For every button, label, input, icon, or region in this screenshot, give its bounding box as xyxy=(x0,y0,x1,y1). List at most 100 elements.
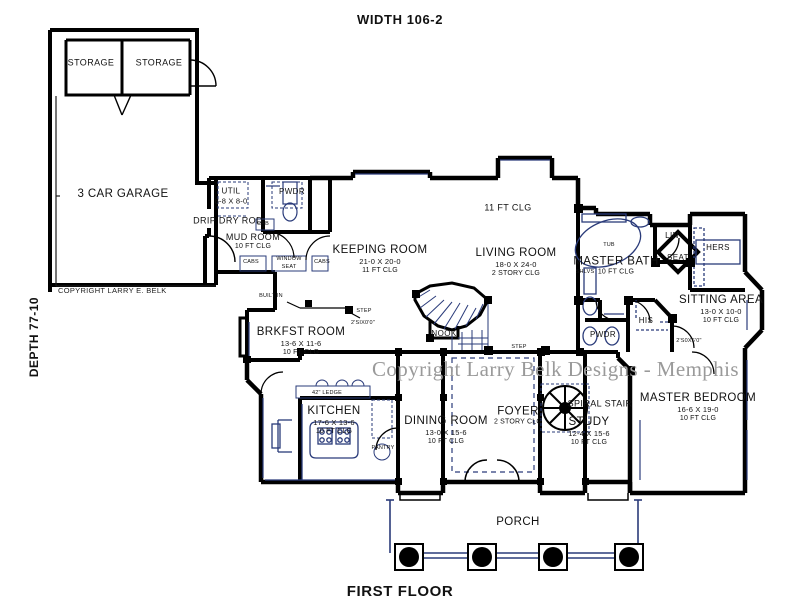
annotation-shelves: SHLVS xyxy=(575,269,595,275)
annotation-step-2: STEP xyxy=(511,344,527,350)
wall-endcap xyxy=(243,204,695,485)
annotation-window-seat: WINDOW xyxy=(276,256,302,262)
lower-exterior-walls xyxy=(244,360,633,496)
room-name: MASTER BEDROOM xyxy=(639,391,757,404)
room-ceiling-note: 10 FT CLG xyxy=(282,348,320,356)
floor-label: FIRST FLOOR xyxy=(346,583,454,600)
annotation-cab-utility: CAB xyxy=(257,221,269,227)
room-dimensions: 13-6 X 11-6 xyxy=(280,339,322,349)
spiral-stair-icon xyxy=(542,385,588,431)
annotation-built-in: BUILT IN xyxy=(259,293,283,299)
room-name: 11 FT CLG xyxy=(484,202,532,213)
breakfast-ledge xyxy=(295,379,393,461)
depth-label: DEPTH 77-10 xyxy=(27,296,41,378)
room-name: LIVING ROOM xyxy=(475,246,557,259)
room-name: BRKFST ROOM xyxy=(256,325,346,338)
leader-line xyxy=(286,301,361,319)
annotation-window-seat-2: SEAT xyxy=(281,264,297,270)
room-label-seat: SEAT xyxy=(667,253,689,263)
room-ceiling-note: 10 FT CLG xyxy=(679,414,717,422)
powder-fixture xyxy=(266,181,298,222)
porch-step xyxy=(399,493,629,501)
room-ceiling-note: 10 FT CLG xyxy=(427,437,465,445)
annotation-tub: TUB xyxy=(603,242,615,248)
annotation-step-1: STEP xyxy=(356,308,372,314)
bath-fixture xyxy=(574,213,741,346)
annotation-pantry: PANTRY xyxy=(371,445,395,451)
room-label-his: HIS xyxy=(639,316,654,326)
room-ceiling-note: 11 FT CLG xyxy=(362,266,398,274)
room-name: UTIL xyxy=(221,186,241,196)
room-name: KEEPING ROOM xyxy=(332,243,428,256)
window-glazing xyxy=(248,322,396,481)
room-label-drip-dry: DRIP DRY ROD xyxy=(193,215,263,226)
room-name: FOYER xyxy=(497,405,539,418)
kitchen-island xyxy=(271,404,359,480)
door-swing-icon xyxy=(208,231,331,263)
annotation-ledge: 42" LEDGE xyxy=(311,390,343,396)
room-name: MUD ROOM xyxy=(225,232,281,242)
room-label-hers: HERS xyxy=(706,243,730,253)
room-dimensions: 8-8 X 8-0 xyxy=(214,196,248,206)
watermark: Copyright Larry Belk Designs - Memphis xyxy=(372,357,739,381)
room-label-living-bay: 11 FT CLG xyxy=(484,202,531,213)
room-name: PORCH xyxy=(496,515,540,528)
room-label-linen: LIN xyxy=(665,231,679,241)
interior-walls xyxy=(245,208,745,482)
room-ceiling-note: 10 FT CLG xyxy=(234,243,272,251)
copyright-note: COPYRIGHT LARRY E. BELK xyxy=(58,286,167,295)
room-dimensions: 21-0 X 20-0 xyxy=(359,257,401,267)
room-dimensions: 13-0 X 10-0 xyxy=(700,307,742,317)
room-name: STORAGE xyxy=(67,57,115,68)
room-dimensions: 18-0 X 24-0 xyxy=(495,260,537,270)
room-name: STORAGE xyxy=(135,57,183,68)
room-name: NOOK xyxy=(431,329,457,338)
room-name: SITTING AREA xyxy=(678,293,764,306)
porch-columns xyxy=(394,543,644,571)
annotation-cabs-1: CABS xyxy=(243,259,259,265)
room-label-powder-1: PWDR xyxy=(279,187,305,197)
room-dimensions: 12-4 X 15-6 xyxy=(568,429,610,439)
annotation-seat-shelf-1: 2'SIX0'0" xyxy=(351,320,375,326)
room-dimensions: 17-6 X 13-6 xyxy=(313,418,355,428)
room-name: KITCHEN xyxy=(307,404,361,417)
room-label-porch: PORCH xyxy=(496,515,540,529)
room-ceiling-note: 10 FT CLG xyxy=(702,316,740,324)
room-name: PWDR xyxy=(278,187,306,196)
window-glazing xyxy=(355,159,748,480)
room-name: SPIRAL STAIR xyxy=(567,398,633,409)
foyer-ceiling-outline xyxy=(451,357,535,473)
annotation-shelf-right: 2'S0X6'0" xyxy=(676,338,702,344)
room-ceiling-note: 2 STORY CLG xyxy=(493,418,543,426)
room-name: 3 CAR GARAGE xyxy=(77,187,169,200)
annotation-cabs-2: CABS xyxy=(314,259,330,265)
room-ceiling-note: 2 STORY CLG xyxy=(491,269,541,277)
room-name: HIS xyxy=(638,316,654,325)
room-name: LIN xyxy=(665,231,679,240)
room-ceiling-note: 10 FT CLG xyxy=(570,438,608,446)
room-name: DINING ROOM xyxy=(404,414,488,427)
room-name: STUDY xyxy=(568,415,610,428)
spiral-stair-guide xyxy=(540,383,590,433)
room-label-powder-2: PWDR xyxy=(590,330,616,340)
door-swing-icon xyxy=(260,371,399,451)
front-door-swing-icon xyxy=(464,459,520,483)
room-ceiling-note: 10 FT CLG xyxy=(597,268,635,276)
room-label-nook: NOOK xyxy=(431,329,456,339)
room-name: MASTER BATH xyxy=(573,255,659,268)
room-name: SEAT xyxy=(667,253,689,262)
room-name: HERS xyxy=(706,243,730,252)
